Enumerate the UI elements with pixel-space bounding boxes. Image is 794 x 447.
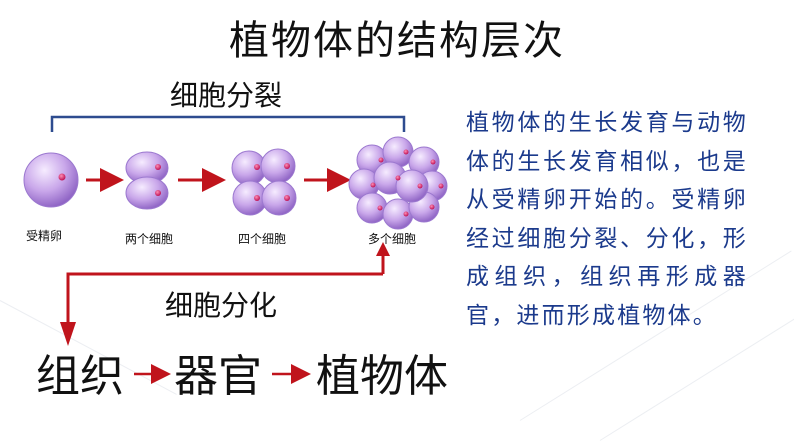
- cell-differentiation-label: 细胞分化: [165, 289, 278, 322]
- differentiation-arrowhead-up: [376, 242, 390, 256]
- stage-label-many-cells: 多个细胞: [368, 232, 417, 246]
- differentiation-path: [66, 272, 383, 330]
- page-title: 植物体的结构层次: [229, 18, 565, 64]
- four-cells: [231, 148, 297, 216]
- description-text: 植物体的生长发育与动物体的生长发育相似，也是从受精卵开始的。受精卵经过细胞分裂、…: [466, 110, 748, 329]
- flow-tissue: 组织: [36, 351, 124, 402]
- differentiation-arrowhead-down: [60, 322, 76, 346]
- two-cells: [125, 151, 169, 210]
- stage-label-four-cells: 四个细胞: [238, 232, 287, 246]
- stage-label-two-cells: 两个细胞: [125, 232, 174, 246]
- zygote-cell: [23, 152, 79, 208]
- many-cells: [348, 136, 448, 230]
- stage-label-zygote: 受精卵: [26, 229, 63, 243]
- flow-plant: 植物体: [316, 351, 448, 402]
- cell-division-label: 细胞分裂: [170, 79, 283, 112]
- division-bracket: [50, 115, 406, 132]
- flow-organ: 器官: [174, 351, 262, 402]
